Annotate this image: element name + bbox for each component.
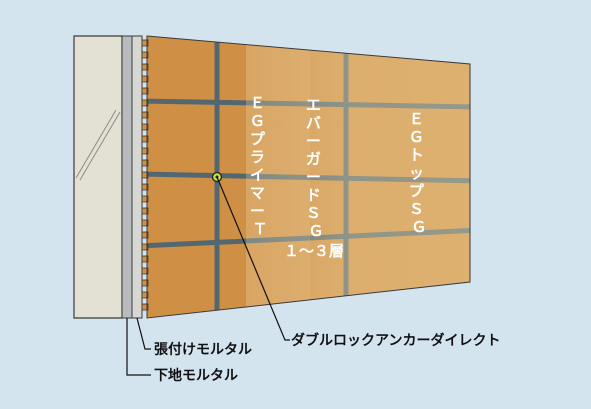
tile-rib <box>141 291 149 299</box>
coat-label-everguard-sg: エ バ ー ガ ー ド Ｓ Ｇ <box>306 96 326 240</box>
tile-rib <box>141 63 149 71</box>
adhesive-mortar-leader <box>136 317 151 350</box>
tile-rib <box>141 135 149 143</box>
tile-rib <box>141 111 149 119</box>
tile-rib <box>141 99 149 107</box>
tile-rib <box>141 231 149 239</box>
tile-rib <box>141 255 149 263</box>
tile-rib <box>141 51 149 59</box>
coat-label-eg-top-sg: Ｅ Ｇ ト ッ プ Ｓ Ｇ <box>409 110 429 236</box>
tile-rib <box>141 183 149 191</box>
tile-rib <box>141 243 149 251</box>
tile-rib <box>141 159 149 167</box>
tile-rib <box>141 219 149 227</box>
adhesive-mortar-label: 張付けモルタル <box>154 341 252 358</box>
base-mortar-leader <box>126 318 151 376</box>
leader-lines <box>126 176 290 376</box>
coat-label-eg-primer: Ｅ Ｇ プ ラ イ マ ー Ｔ <box>250 94 270 238</box>
tile-back-ribs <box>141 39 149 311</box>
tile-rib <box>141 303 149 311</box>
coat-label-layers: １～３層 <box>284 242 344 260</box>
tile-rib <box>141 207 149 215</box>
tile-rib <box>141 171 149 179</box>
tile-rib <box>141 87 149 95</box>
tile-rib <box>141 75 149 83</box>
coating-overlay <box>246 36 470 318</box>
tile-rib <box>141 195 149 203</box>
base-mortar-layer <box>121 35 133 319</box>
tile-rib <box>141 279 149 287</box>
tile-rib <box>141 147 149 155</box>
anchor-label: ダブルロックアンカーダイレクト <box>291 332 500 349</box>
concrete-substrate <box>73 35 123 319</box>
anchor-leader <box>216 176 290 341</box>
tile-rib <box>141 267 149 275</box>
tile-rib <box>141 123 149 131</box>
base-mortar-label: 下地モルタル <box>154 367 238 384</box>
tile-rib <box>141 39 149 47</box>
adhesive-mortar-layer <box>131 35 143 319</box>
